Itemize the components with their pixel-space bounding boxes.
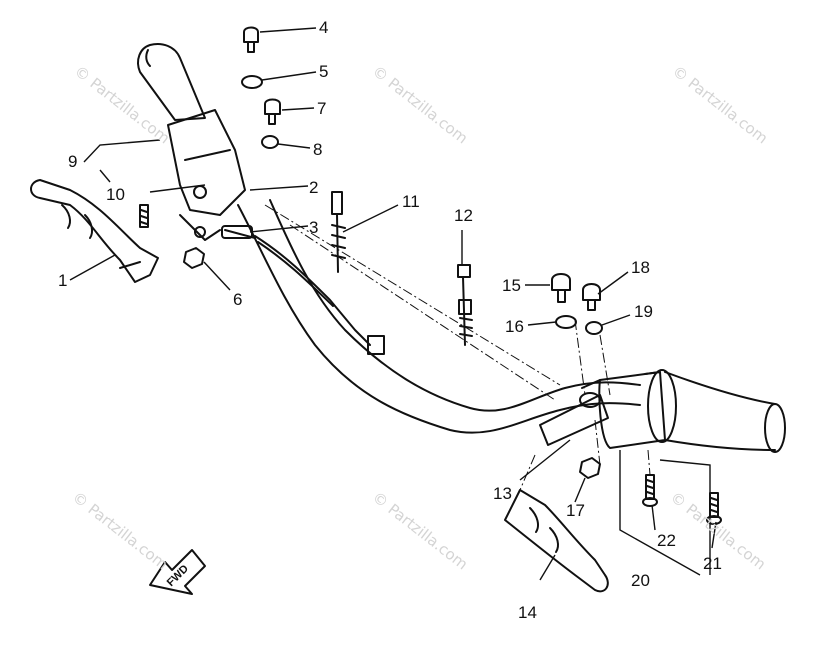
callout-10: 10: [106, 185, 125, 204]
cable-tie-11: [331, 191, 346, 273]
cable-tie-12: [457, 264, 473, 346]
callout-16: 16: [505, 317, 524, 336]
left-brake-lever: [30, 179, 159, 283]
callout-15: 15: [502, 276, 521, 295]
right-switch-housing: [598, 369, 786, 453]
leader-lines: [69, 27, 717, 581]
callout-5: 5: [319, 62, 329, 81]
right-lever-bracket: [539, 379, 609, 446]
left-lever-bracket: [167, 109, 246, 241]
callout-13: 13: [493, 484, 512, 503]
callout-14: 14: [518, 603, 537, 622]
callout-12: 12: [454, 206, 473, 225]
switch-cable: [221, 225, 385, 355]
callout-2: 2: [309, 178, 319, 197]
callout-6: 6: [233, 290, 243, 309]
callout-19: 19: [634, 302, 653, 321]
callout-9: 9: [68, 152, 78, 171]
fwd-arrow-tag: [149, 549, 206, 595]
callout-3: 3: [309, 218, 319, 237]
callout-18: 18: [631, 258, 650, 277]
callout-21: 21: [703, 554, 722, 573]
callout-4: 4: [319, 18, 329, 37]
left-grip: [137, 43, 206, 121]
right-brake-lever: [504, 489, 609, 593]
callout-17: 17: [566, 501, 585, 520]
fasteners: [139, 26, 722, 525]
callout-1: 1: [58, 271, 68, 290]
callout-7: 7: [317, 99, 327, 118]
callout-8: 8: [313, 140, 323, 159]
callout-20: 20: [631, 571, 650, 590]
routing-lines: [264, 204, 651, 491]
callout-22: 22: [657, 531, 676, 550]
callout-11: 11: [402, 192, 420, 211]
